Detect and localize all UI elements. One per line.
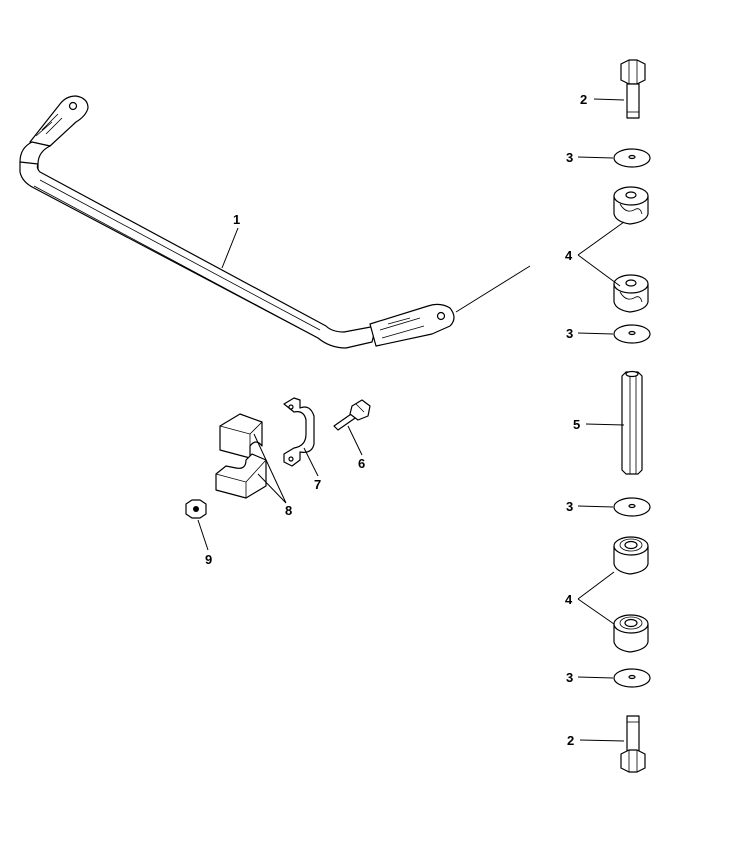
bushing-lower-1 xyxy=(613,536,649,575)
mount-bolt xyxy=(333,399,371,431)
bolt-top xyxy=(620,59,646,119)
bushing-upper-2 xyxy=(613,274,649,313)
washer-2 xyxy=(613,324,651,344)
svg-text:1: 1 xyxy=(233,212,240,227)
callout-2a: 2 xyxy=(580,92,587,107)
bushing-upper-1 xyxy=(613,186,649,225)
callout-3b: 3 xyxy=(566,326,573,341)
stabilizer-bar xyxy=(19,95,531,349)
spacer-sleeve xyxy=(621,370,643,475)
mount-bushing-upper xyxy=(219,413,263,459)
callout-6: 6 xyxy=(358,456,365,471)
callout-8: 8 xyxy=(285,503,292,518)
callout-4a: 4 xyxy=(565,248,573,263)
washer-4 xyxy=(613,668,651,688)
washer-1 xyxy=(613,148,651,168)
callout-4b: 4 xyxy=(565,592,573,607)
callout-7: 7 xyxy=(314,477,321,492)
bushing-lower-2 xyxy=(613,614,649,653)
locknut xyxy=(185,499,207,519)
callout-5: 5 xyxy=(573,417,580,432)
callout-3c: 3 xyxy=(566,499,573,514)
bolt-bottom xyxy=(620,715,646,773)
callout-1: 1 xyxy=(221,212,240,269)
callout-9: 9 xyxy=(205,552,212,567)
callout-2b: 2 xyxy=(567,733,574,748)
washer-3 xyxy=(613,497,651,517)
mount-bushing-lower xyxy=(215,453,267,499)
mount-clamp xyxy=(283,397,315,467)
callout-3d: 3 xyxy=(566,670,573,685)
callout-3a: 3 xyxy=(566,150,573,165)
